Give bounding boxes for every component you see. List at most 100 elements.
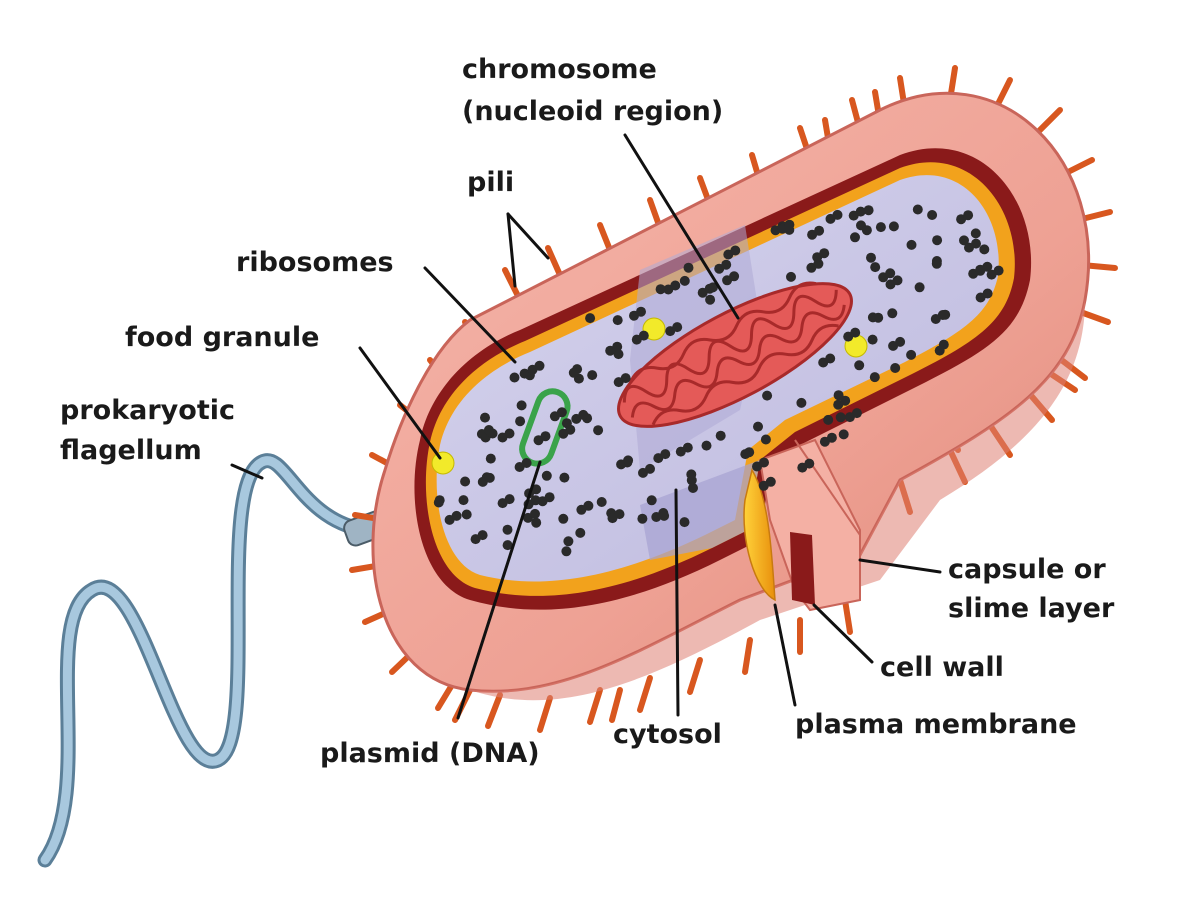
ribosome bbox=[596, 497, 607, 507]
ribosome bbox=[504, 494, 515, 505]
label-pili: pili bbox=[467, 167, 514, 198]
pilus bbox=[537, 695, 553, 733]
pilus bbox=[545, 245, 563, 278]
ribosome bbox=[509, 372, 520, 383]
ribosome bbox=[559, 472, 570, 483]
plasma-membrane-flap bbox=[743, 468, 776, 602]
ribosome bbox=[975, 264, 986, 275]
label-flagellum: flagellum bbox=[60, 435, 202, 466]
label-cytosol: cytosol bbox=[613, 719, 722, 750]
chromosome bbox=[617, 281, 853, 428]
ribosome bbox=[890, 363, 901, 373]
ribosome bbox=[869, 372, 880, 383]
ribosome bbox=[623, 455, 634, 466]
ribosome bbox=[832, 209, 843, 220]
ribosome bbox=[979, 244, 990, 255]
ribosome bbox=[593, 425, 604, 436]
ribosome bbox=[483, 425, 494, 435]
ribosome bbox=[502, 540, 513, 551]
ribosome bbox=[867, 312, 878, 323]
leader-pili-2 bbox=[506, 212, 550, 260]
ribosome bbox=[645, 463, 655, 474]
ribosome bbox=[826, 432, 837, 443]
leader-flagellum bbox=[230, 463, 264, 480]
ribosome bbox=[759, 457, 769, 468]
ribosome bbox=[784, 219, 795, 230]
ribosome bbox=[892, 275, 903, 286]
ribosome bbox=[819, 248, 830, 259]
ribosome bbox=[854, 360, 865, 371]
ribosome bbox=[895, 336, 906, 347]
ribosome bbox=[959, 235, 969, 246]
ribosome bbox=[867, 334, 878, 345]
ribosome bbox=[729, 271, 740, 282]
ribosome bbox=[885, 268, 896, 279]
ribosome bbox=[655, 284, 666, 295]
leader-pili-1 bbox=[506, 212, 517, 288]
ribosome bbox=[614, 509, 625, 520]
ribosome bbox=[480, 412, 490, 423]
label-plasmid: plasmid (DNA) bbox=[320, 738, 540, 769]
ribosome bbox=[906, 239, 917, 250]
cutaway-face-lower bbox=[640, 460, 760, 560]
ribosome bbox=[993, 265, 1004, 276]
ribosome bbox=[686, 469, 697, 480]
ribosome bbox=[850, 232, 860, 243]
ribosome bbox=[753, 421, 763, 432]
ribosome bbox=[530, 508, 540, 519]
ribosome bbox=[612, 315, 623, 326]
label-capsule: capsule or bbox=[948, 554, 1106, 585]
ribosome bbox=[701, 440, 712, 451]
ribosome bbox=[855, 206, 866, 217]
ribosome bbox=[679, 517, 690, 528]
ribosome bbox=[541, 470, 552, 481]
ribosome bbox=[970, 228, 981, 239]
ribosome bbox=[840, 395, 851, 406]
ribosome bbox=[585, 313, 596, 324]
ribosome bbox=[688, 483, 698, 493]
ribosome bbox=[504, 428, 515, 439]
ribosome bbox=[715, 430, 726, 441]
ribosome bbox=[705, 294, 716, 305]
ribosome bbox=[914, 282, 925, 293]
ribosome bbox=[721, 259, 732, 270]
ribosome bbox=[670, 280, 681, 291]
ribosome bbox=[515, 416, 526, 427]
label-food-granule: food granule bbox=[125, 322, 319, 353]
ribosome bbox=[765, 476, 776, 487]
ribosome bbox=[637, 513, 648, 524]
pilus bbox=[597, 222, 613, 253]
ribosome bbox=[887, 308, 898, 319]
ribosome bbox=[613, 349, 624, 360]
ribosome bbox=[833, 390, 844, 401]
ribosome bbox=[534, 360, 545, 371]
ribosome bbox=[451, 510, 462, 521]
ribosome bbox=[587, 370, 598, 381]
pilus bbox=[587, 687, 603, 725]
ribosome bbox=[516, 400, 527, 411]
ribosome bbox=[730, 245, 741, 256]
ribosome bbox=[502, 524, 513, 535]
label-chromosome: chromosome bbox=[462, 54, 657, 85]
ribosome bbox=[484, 472, 495, 483]
food-granule bbox=[431, 451, 455, 475]
ribosome bbox=[461, 509, 472, 520]
ribosome bbox=[971, 238, 981, 249]
ribosomes-group bbox=[433, 204, 1004, 557]
ribosome bbox=[937, 310, 948, 320]
pilus bbox=[687, 657, 703, 695]
ribosome bbox=[786, 271, 796, 282]
ribosome bbox=[477, 530, 488, 541]
pilus bbox=[742, 637, 753, 675]
leader-capsule bbox=[858, 558, 942, 574]
ribosome bbox=[659, 510, 670, 521]
leader-plasma-membrane bbox=[773, 603, 797, 707]
ribosome bbox=[875, 222, 886, 233]
ribosome bbox=[575, 527, 586, 538]
ribosome bbox=[544, 492, 555, 503]
ribosome bbox=[683, 262, 694, 273]
ribosome bbox=[540, 431, 551, 442]
ribosome bbox=[740, 449, 751, 460]
ribosome bbox=[646, 495, 657, 506]
